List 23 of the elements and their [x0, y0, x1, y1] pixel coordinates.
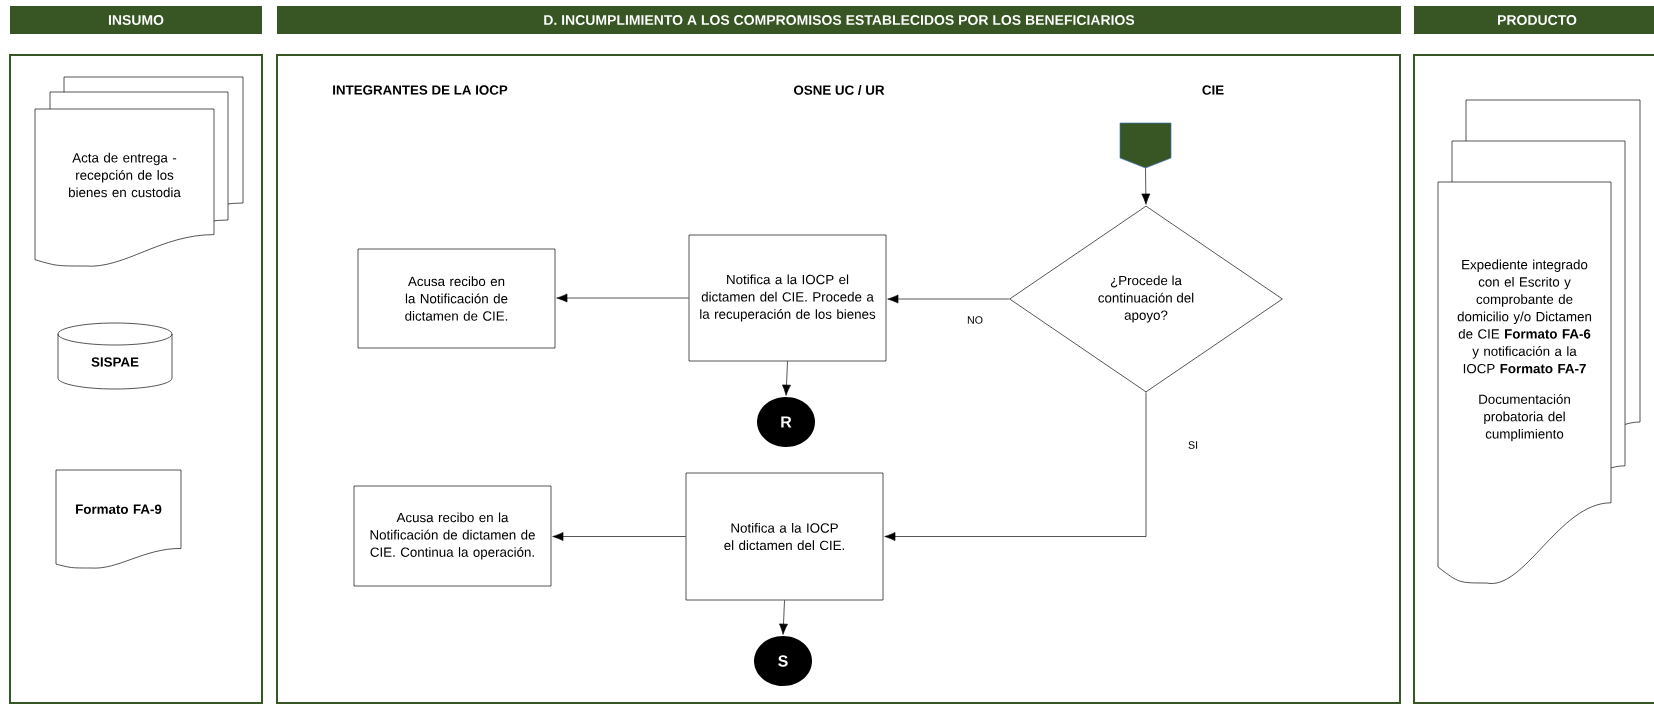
process-box: Notifica a la IOCP el dictamen del CIE. Procede a la recuperación de los bienes	[688, 234, 887, 362]
arrow	[884, 392, 1147, 541]
arrow	[887, 294, 1010, 304]
arrow	[552, 532, 686, 541]
document-stack: Acta de entrega - recepción de los bienes en custodia	[34, 76, 244, 267]
column-header: INSUMO	[10, 6, 262, 34]
edge-label: NO	[965, 314, 985, 326]
document-stack: Expediente integrado con el Escrito y comprobante de domicilio y/o Dictamen de CIE Formato FA-6 y notificación a la IOCP Formato FA-7 Documentación probatoria del cumplimiento	[1437, 99, 1641, 584]
lane-label: INTEGRANTES DE LA IOCP	[333, 85, 508, 95]
process-box: Acusa recibo en la Notificación de dictamen de CIE.	[357, 248, 556, 349]
start-connector	[1119, 122, 1172, 169]
arrow	[782, 361, 791, 396]
arrow	[1141, 167, 1151, 205]
process-box: Acusa recibo en la Notificación de dictamen de CIE. Continua la operación.	[353, 485, 552, 587]
edge-label: SI	[1186, 439, 1200, 451]
lane-label: CIE	[1202, 85, 1224, 95]
database-cylinder: SISPAE	[57, 322, 173, 390]
process-box: Notifica a la IOCP el dictamen del CIE.	[685, 472, 884, 601]
column-header: PRODUCTO	[1414, 6, 1654, 34]
lane-label: OSNE UC / UR	[794, 85, 885, 95]
arrow	[556, 293, 689, 303]
arrow	[779, 600, 788, 635]
column-header: D. INCUMPLIMIENTO A LOS COMPROMISOS ESTABLECIDOS POR LOS BENEFICIARIOS	[277, 6, 1401, 34]
